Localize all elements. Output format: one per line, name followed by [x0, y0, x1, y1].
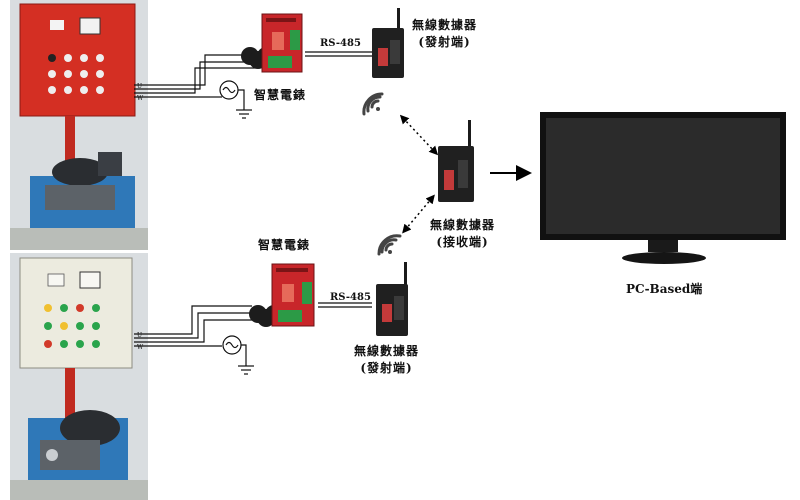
- svg-text:U: U: [137, 83, 142, 90]
- transmitter-role-top: (發射端): [418, 35, 471, 49]
- transmitter-role-bottom: (發射端): [360, 361, 413, 375]
- bottom-machine-photo: [10, 253, 148, 500]
- ground-icon: [236, 109, 252, 119]
- ac-source-icon: [222, 335, 242, 355]
- wireless-receiver: [438, 120, 474, 202]
- transmitter-name-bottom: 無線數據器: [354, 344, 420, 358]
- ac-source-icon: [219, 80, 239, 100]
- wireless-link-bottom: [402, 194, 435, 234]
- svg-text:W: W: [137, 95, 144, 102]
- cabinet-buttons: [44, 304, 100, 348]
- transmitter-name-top: 無線數據器: [412, 18, 478, 32]
- rs485-label-bottom: RS-485: [330, 292, 371, 303]
- ground-icon: [238, 365, 254, 375]
- red-control-cabinet: [19, 3, 136, 117]
- svg-text:W: W: [137, 344, 144, 351]
- wifi-icon: [362, 92, 384, 116]
- smart-meter-top: [241, 13, 303, 73]
- smart-meter-bottom: [249, 263, 315, 327]
- transmitter-label-bottom: 無線數據器 (發射端): [354, 342, 419, 376]
- receiver-role: (接收端): [436, 235, 489, 249]
- bottom-wiring: [134, 302, 372, 366]
- rs485-label-top: RS-485: [320, 38, 361, 49]
- meter-label-bottom: 智慧電錶: [258, 238, 311, 252]
- top-wiring: [134, 51, 372, 110]
- pc-label: PC-Based端: [626, 282, 703, 296]
- wireless-transmitter-top: [372, 8, 404, 78]
- wireless-transmitter-bottom: [376, 262, 408, 336]
- transmitter-label-top: 無線數據器 (發射端): [412, 16, 477, 50]
- wireless-link-top: [399, 114, 439, 156]
- svg-text:U: U: [137, 332, 142, 339]
- receiver-name: 無線數據器: [430, 218, 496, 232]
- meter-label-top: 智慧電錶: [254, 88, 307, 102]
- cream-control-cabinet: [19, 257, 133, 369]
- pc-monitor: [540, 112, 786, 264]
- receiver-label: 無線數據器 (接收端): [430, 216, 495, 250]
- top-machine-photo: [10, 0, 148, 250]
- cabinet-buttons: [48, 54, 104, 94]
- wifi-icon: [377, 234, 402, 256]
